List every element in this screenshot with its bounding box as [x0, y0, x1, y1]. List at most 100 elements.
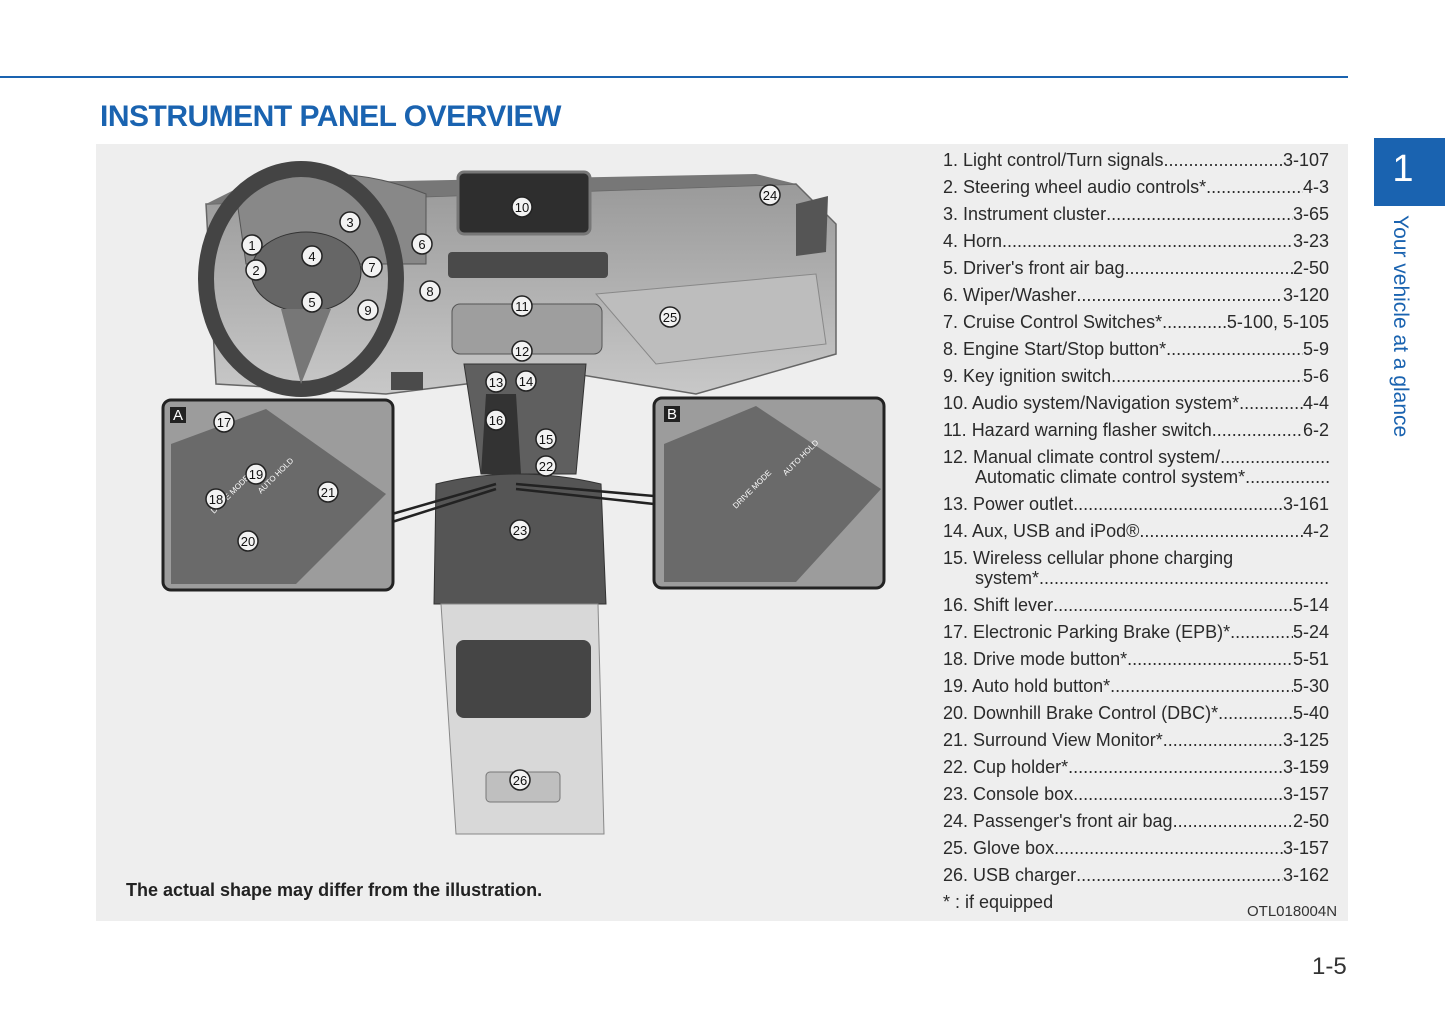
list-item: 12. Manual climate control system/3-127A…: [943, 444, 1329, 491]
callout-16: 16: [485, 409, 507, 431]
svg-text:22: 22: [539, 459, 553, 474]
callout-21: 21: [317, 481, 339, 503]
steering-spoke: [281, 309, 331, 384]
callout-6: 6: [411, 233, 433, 255]
list-item: 7. Cruise Control Switches* 5-100, 5-105: [943, 309, 1329, 336]
callout-4: 4: [301, 245, 323, 267]
svg-text:3: 3: [346, 215, 353, 230]
svg-text:8: 8: [426, 284, 433, 299]
callout-25: 25: [659, 306, 681, 328]
svg-text:18: 18: [209, 492, 223, 507]
list-item: 16. Shift lever5-14: [943, 592, 1329, 619]
shift-lever: [481, 394, 521, 474]
instrument-panel-illustration: A DRIVE MODE AUTO HOLD B DRIVE MODE AUTO…: [161, 161, 886, 835]
page-number: 1-5: [1312, 953, 1347, 980]
svg-text:2: 2: [252, 263, 259, 278]
svg-text:24: 24: [763, 188, 777, 203]
list-item: 18. Drive mode button* 5-51: [943, 646, 1329, 673]
footnote: * : if equipped: [943, 892, 1054, 912]
svg-text:B: B: [667, 406, 677, 423]
svg-text:16: 16: [489, 413, 503, 428]
list-item: 22. Cup holder* 3-159: [943, 754, 1329, 781]
callout-22: 22: [535, 455, 557, 477]
list-item: 25. Glove box3-157: [943, 835, 1329, 862]
svg-text:5: 5: [308, 295, 315, 310]
callout-24: 24: [759, 184, 781, 206]
svg-text:A: A: [173, 407, 183, 424]
callout-3: 3: [339, 211, 361, 233]
svg-text:25: 25: [663, 310, 677, 325]
callout-8: 8: [419, 280, 441, 302]
inset-b: B DRIVE MODE AUTO HOLD: [652, 396, 886, 590]
svg-text:9: 9: [364, 303, 371, 318]
list-item: 8. Engine Start/Stop button* 5-9: [943, 336, 1329, 363]
svg-text:10: 10: [515, 200, 529, 215]
page-title: INSTRUMENT PANEL OVERVIEW: [100, 100, 561, 133]
svg-text:17: 17: [217, 415, 231, 430]
callout-7: 7: [361, 256, 383, 278]
list-item: 9. Key ignition switch 5-6: [943, 363, 1329, 390]
svg-text:20: 20: [241, 534, 255, 549]
svg-text:6: 6: [418, 237, 425, 252]
callout-14: 14: [515, 370, 537, 392]
callout-12: 12: [511, 340, 533, 362]
chapter-tab[interactable]: 1: [1374, 138, 1445, 206]
header-rule: [0, 76, 1348, 78]
list-item: 3. Instrument cluster 3-65: [943, 201, 1329, 228]
inset-a: A DRIVE MODE AUTO HOLD: [161, 398, 395, 592]
callout-9: 9: [357, 299, 379, 321]
center-vent: [448, 252, 608, 278]
callout-11: 11: [511, 295, 533, 317]
callout-13: 13: [485, 371, 507, 393]
svg-text:13: 13: [489, 375, 503, 390]
list-item: 20. Downhill Brake Control (DBC)* 5-40: [943, 700, 1329, 727]
callout-17: 17: [213, 411, 235, 433]
list-item: 13. Power outlet3-161: [943, 491, 1329, 518]
svg-text:4: 4: [308, 249, 315, 264]
svg-text:1: 1: [248, 238, 255, 253]
callout-20: 20: [237, 530, 259, 552]
list-item: 26. USB charger 3-162: [943, 862, 1329, 889]
chapter-label: Your vehicle at a glance: [1389, 215, 1412, 438]
list-item: 14. Aux, USB and iPod® 4-2: [943, 518, 1329, 545]
svg-text:11: 11: [515, 299, 529, 314]
svg-text:19: 19: [249, 467, 263, 482]
callout-18: 18: [205, 488, 227, 510]
illustration-code: OTL018004N: [1247, 903, 1338, 920]
list-item: 6. Wiper/Washer 3-120: [943, 282, 1329, 309]
svg-text:21: 21: [321, 485, 335, 500]
callout-2: 2: [245, 259, 267, 281]
rear-vents: [456, 640, 591, 718]
svg-text:14: 14: [519, 374, 533, 389]
list-item: 23. Console box3-157: [943, 781, 1329, 808]
brake-pedal: [391, 372, 423, 390]
list-item: 21. Surround View Monitor*3-125: [943, 727, 1329, 754]
callout-23: 23: [509, 519, 531, 541]
list-item: 1. Light control/Turn signals3-107: [943, 147, 1329, 174]
steering-wheel: [198, 161, 404, 397]
callout-10: 10: [511, 196, 533, 218]
svg-text:12: 12: [515, 344, 529, 359]
callout-1: 1: [241, 234, 263, 256]
svg-text:7: 7: [368, 260, 375, 275]
list-item: 11. Hazard warning flasher switch 6-2: [943, 417, 1329, 444]
list-item: 4. Horn3-23: [943, 228, 1329, 255]
list-item: 5. Driver's front air bag 2-50: [943, 255, 1329, 282]
svg-text:26: 26: [513, 773, 527, 788]
illustration-caption: The actual shape may differ from the ill…: [126, 880, 543, 900]
passenger-vent: [796, 196, 828, 256]
glove-box: [594, 273, 827, 365]
list-item: 19. Auto hold button* 5-30: [943, 673, 1329, 700]
callout-5: 5: [301, 291, 323, 313]
list-item: 10. Audio system/Navigation system* 4-4: [943, 390, 1329, 417]
list-item: 17. Electronic Parking Brake (EPB)* 5-24: [943, 619, 1329, 646]
list-item: 2. Steering wheel audio controls* 4-3: [943, 174, 1329, 201]
callout-15: 15: [535, 428, 557, 450]
callout-19: 19: [245, 463, 267, 485]
list-item: 24. Passenger's front air bag2-50: [943, 808, 1329, 835]
callout-26: 26: [509, 769, 531, 791]
svg-text:23: 23: [513, 523, 527, 538]
